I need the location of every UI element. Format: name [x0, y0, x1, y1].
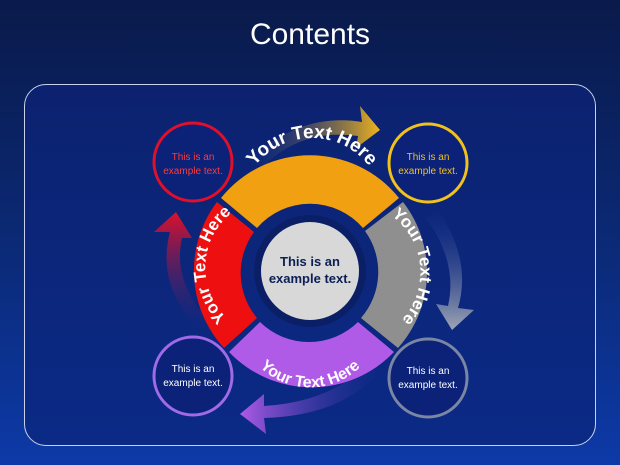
arrow-left [154, 212, 210, 330]
circle-top-left-line1: This is an [172, 152, 215, 163]
circle-top-left-line2: example text. [163, 166, 222, 177]
ring-segment-right [361, 202, 428, 348]
slide-title: Contents [249, 18, 371, 51]
circle-top-right-line2: example text. [398, 166, 457, 177]
circle-bottom-left-line2: example text. [163, 378, 222, 389]
center-text-line1: This is an [280, 254, 340, 269]
ring-segment-top [221, 155, 399, 228]
ring-segment-left [193, 202, 257, 348]
circle-bottom-left-line1: This is an [172, 364, 215, 375]
circle-top-left: This is an example text. [152, 121, 234, 203]
circle-bottom-left: This is an example text. [152, 335, 234, 417]
circle-bottom-right-line2: example text. [398, 380, 457, 391]
center-circle [261, 222, 359, 320]
arrow-right [426, 210, 474, 330]
center-text-line2: example text. [269, 271, 351, 286]
arrow-top [250, 106, 380, 168]
circle-top-right: This is an example text. [387, 122, 469, 204]
arrow-bottom [240, 364, 380, 434]
circle-top-right-line1: This is an [407, 152, 450, 163]
circle-bottom-right: This is an example text. [387, 337, 469, 419]
ring-segment-bottom [229, 322, 394, 388]
circle-bottom-right-line1: This is an [407, 366, 450, 377]
